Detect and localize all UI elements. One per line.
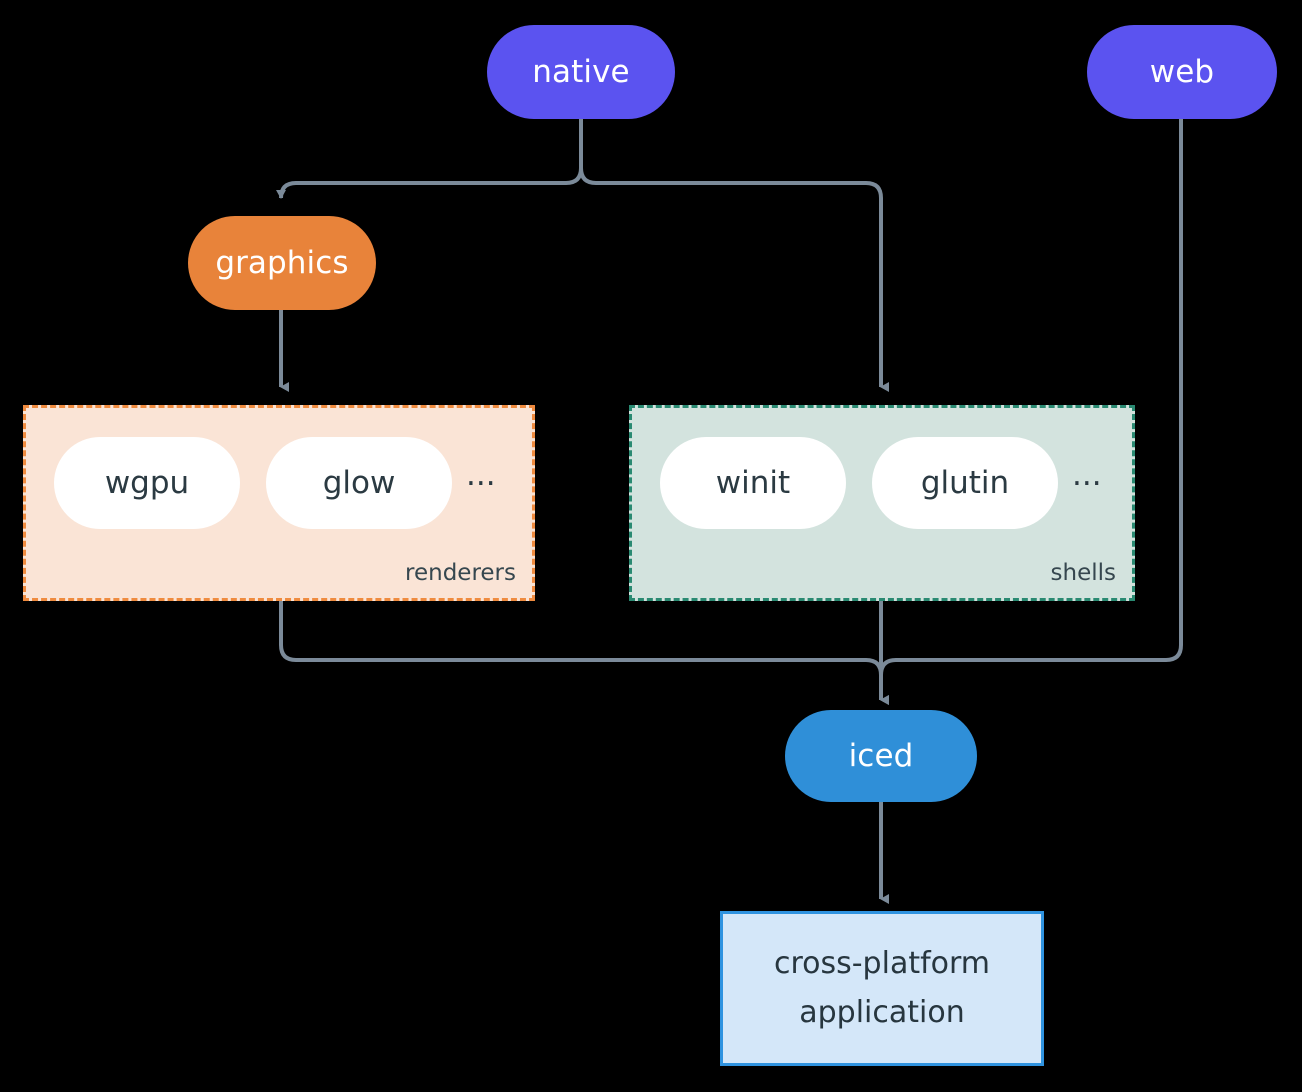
cluster-renderers-label: renderers [405, 560, 516, 586]
leaf-glow-label: glow [322, 464, 396, 501]
shells-ellipsis: ... [1072, 457, 1102, 493]
cluster-shells: winit glutin ... shells [629, 405, 1135, 601]
leaf-glutin-label: glutin [920, 464, 1010, 501]
leaf-glutin[interactable]: glutin [872, 436, 1058, 529]
cluster-renderers-items: wgpu glow ... [26, 430, 532, 535]
leaf-winit-label: winit [715, 464, 791, 501]
edge-native-to-shells [579, 119, 889, 392]
node-graphics-label: graphics [215, 245, 349, 281]
node-iced[interactable]: iced [785, 710, 977, 802]
edge-renderers-to-iced [279, 601, 889, 705]
renderers-ellipsis: ... [466, 457, 496, 493]
node-web-label: web [1149, 54, 1215, 90]
application-label-line2: application [799, 994, 965, 1030]
leaf-wgpu[interactable]: wgpu [54, 436, 240, 529]
node-native-label: native [532, 54, 630, 90]
cluster-shells-label: shells [1050, 560, 1116, 586]
leaf-winit[interactable]: winit [660, 436, 846, 529]
edge-native-to-graphics [279, 119, 583, 204]
node-iced-label: iced [848, 738, 914, 774]
leaf-wgpu-label: wgpu [104, 464, 190, 501]
node-web[interactable]: web [1087, 25, 1277, 119]
node-cross-platform-application[interactable]: cross-platform application [720, 911, 1044, 1066]
application-label-line1: cross-platform [773, 945, 991, 981]
node-native[interactable]: native [487, 25, 675, 119]
node-graphics[interactable]: graphics [188, 216, 376, 310]
cluster-shells-items: winit glutin ... [632, 430, 1132, 535]
cluster-renderers: wgpu glow ... renderers [23, 405, 535, 601]
leaf-glow[interactable]: glow [266, 436, 452, 529]
